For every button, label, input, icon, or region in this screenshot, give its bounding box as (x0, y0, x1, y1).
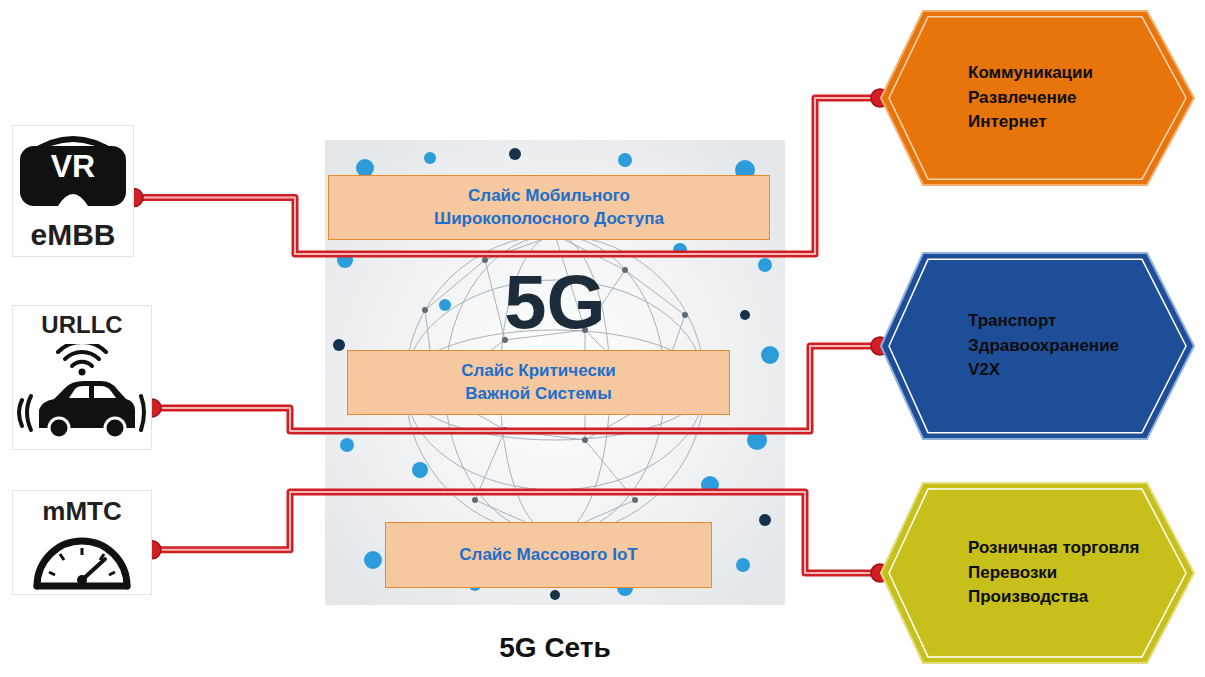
network-illustration-part-part (747, 430, 767, 450)
hexagon-shape-part (881, 11, 1194, 185)
hexagon-shape-part (889, 489, 1186, 657)
category-label: mMTC (42, 497, 121, 526)
category-label: URLLC (41, 312, 122, 338)
network-illustration-part-part (582, 437, 588, 443)
industry-label: Интернет (968, 110, 1093, 135)
network-illustration-part-part (740, 310, 750, 320)
industry-hexagon: ТранспортЗдравоохранениеV2X (880, 252, 1195, 440)
slice-box: Слайс Мобильного Широкополосного Доступа (328, 175, 770, 240)
gauge-icon-part (49, 572, 55, 575)
gauge-icon-part (77, 575, 87, 585)
gauge-icon (27, 532, 137, 592)
gauge-icon-part (37, 541, 127, 586)
panel-caption: 5G Сеть (325, 633, 785, 664)
car-icon-part (94, 386, 116, 398)
connector-line (152, 346, 880, 431)
gauge-icon-part (60, 554, 64, 560)
icon-text: VR (18, 132, 128, 182)
illustration-text: 5G (325, 264, 785, 340)
industry-label: Производства (968, 585, 1140, 610)
network-illustration-part-part (758, 258, 772, 272)
network-illustration-part-part (333, 339, 345, 351)
industry-label: Развлечение (968, 86, 1093, 111)
industry-label: Розничная торговля (968, 536, 1140, 561)
network-illustration-part-part (424, 152, 436, 164)
network-illustration-part-part (482, 257, 488, 263)
industry-hexagon: КоммуникацииРазвлечениеИнтернет (880, 10, 1195, 186)
car-icon-part (49, 418, 69, 438)
car-icon-part (141, 396, 144, 430)
industry-label: Транспорт (968, 309, 1119, 334)
network-illustration-part-part (761, 346, 779, 364)
icon-area: VR (18, 132, 128, 212)
industry-label: Коммуникации (968, 61, 1093, 86)
network-illustration-part-part (502, 427, 508, 433)
network-illustration-part-part (475, 430, 635, 535)
service-card: VR eMBB (12, 125, 134, 257)
car-icon-part (72, 362, 92, 366)
car-icon-part (27, 396, 31, 430)
hexagon-text-group: ТранспортЗдравоохранениеV2X (880, 309, 1159, 383)
slice-label: Слайс Массового IoT (459, 544, 637, 567)
connector (125, 89, 889, 254)
network-illustration-part-part (472, 497, 478, 503)
service-card: mMTC (12, 490, 152, 595)
car-icon-part (69, 386, 89, 398)
network-illustration-part-part (632, 497, 638, 503)
network-illustration-part-part (701, 476, 719, 494)
hexagon-shape-part (889, 17, 1186, 179)
industry-label: Здравоохранение (968, 334, 1119, 359)
network-illustration-part-part (682, 312, 688, 318)
car-icon-part (58, 344, 106, 352)
car-icon-part (19, 400, 22, 426)
network-illustration-part-part (340, 438, 354, 452)
industry-label: Перевозки (968, 561, 1140, 586)
industry-label: V2X (968, 358, 1119, 383)
network-illustration-part (325, 140, 785, 605)
network-illustration-part-part (439, 299, 451, 311)
network-illustration-part-part (337, 252, 353, 268)
connector (143, 337, 889, 431)
slice-label: Слайс Мобильного Широкополосного Доступа (399, 185, 699, 231)
connector-core (152, 346, 880, 431)
service-card: URLLC (12, 305, 152, 450)
connector-line (134, 98, 880, 254)
network-illustration-part-part (736, 558, 750, 572)
car-icon-part (65, 352, 99, 359)
gauge-icon-part (81, 548, 84, 555)
hexagon-shape-part (881, 253, 1194, 439)
slice-box: Слайс Критически Важной Системы (347, 350, 730, 415)
network-panel: 5G5G СетьСлайс Мобильного Широкополосног… (325, 140, 785, 605)
headset-nose (58, 194, 88, 206)
network-illustration-part-part (673, 243, 687, 257)
network-illustration-part-part (759, 514, 771, 526)
network-illustration-part-part (550, 590, 560, 600)
hexagon-text-group: КоммуникацииРазвлечениеИнтернет (880, 61, 1133, 135)
network-illustration-part-part (622, 267, 628, 273)
hexagon-text-group: Розничная торговляПеревозкиПроизводства (880, 536, 1180, 610)
network-illustration-part-part (412, 462, 428, 478)
car-icon-part (79, 369, 86, 376)
hexagon-shape-part (881, 483, 1194, 663)
slice-label: Слайс Критически Важной Системы (434, 360, 644, 406)
slice-box: Слайс Массового IoT (385, 522, 712, 588)
gauge-icon-part (109, 572, 115, 575)
network-illustration-part-part (364, 551, 382, 569)
connector-core (134, 98, 880, 254)
network-illustration-part-part (422, 307, 428, 313)
hexagon-shape-part (889, 259, 1186, 432)
industry-hexagon: Розничная торговляПеревозкиПроизводства (880, 482, 1195, 664)
car-icon (17, 344, 147, 444)
network-illustration-part-part (509, 148, 521, 160)
category-label: eMBB (30, 218, 115, 251)
network-illustration-part-part (618, 153, 632, 167)
car-icon-part (105, 418, 125, 438)
